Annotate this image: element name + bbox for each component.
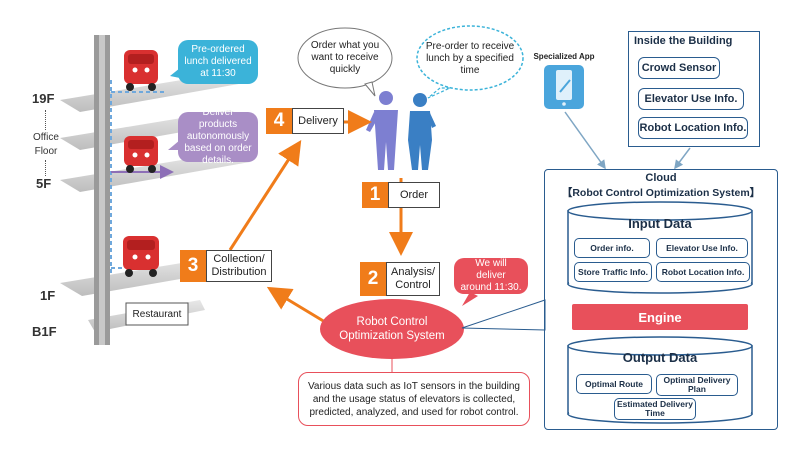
robot-location-item: Robot Location Info. [638,117,748,139]
step-3-number: 3 [180,250,206,282]
restaurant-label: Restaurant [132,308,182,320]
bubble-tail-autonomous [168,140,180,150]
robot-1f-icon [123,236,159,277]
elevator-shaft-inner [99,35,105,345]
office-floor-label: Office Floor [33,132,59,157]
woman-icon [408,93,436,170]
step-2-label: Analysis/ Control [386,262,440,296]
floor-label-5f: 5F [36,176,52,191]
step-1-label: Order [388,182,440,208]
speech-right-text: Pre-order to receive lunch by a specifie… [425,41,515,76]
arrow-collection-to-delivery [228,139,302,251]
speech-right-outline [416,25,524,91]
autonomous-bubble: Deliver products autonomously based on o… [178,107,258,166]
arrow-app-to-cloud [564,111,606,170]
elevator-use-item: Elevator Use Info. [638,88,744,110]
core-oval [320,299,464,359]
will-deliver-bubble: We will deliver around 11:30. [454,258,528,294]
core-to-cloud-tail [461,299,546,331]
office-range-line-bottom [45,160,47,176]
man-icon [366,91,398,170]
cloud-title: Cloud [645,172,677,184]
floor-label-1f: 1F [40,288,56,303]
robot-5f-icon [124,136,158,173]
specialized-app-label: Specialized App [533,52,595,61]
floor-label-b1f: B1F [32,324,57,339]
output-data-title: Output Data [622,350,698,365]
office-range-line-top [45,110,47,130]
output-estimated-delivery-time: Estimated Delivery Time [614,398,696,420]
input-store-traffic: Store Traffic Info. [574,262,652,282]
restaurant-box [125,302,189,326]
output-optimal-route: Optimal Route [576,374,652,394]
speech-left-outline [297,27,393,89]
step-3-label: Collection/ Distribution [206,250,272,282]
core-system-title: Robot Control Optimization System [339,316,445,342]
crowd-sensor-item: Crowd Sensor [638,57,720,79]
speech-left-text: Order what you want to receive quickly [310,40,380,75]
input-order-info: Order info. [574,238,650,258]
inside-building-title: Inside the Building [634,35,733,47]
cloud-subtitle: 【Robot Control Optimization System】 [561,187,761,199]
building [60,35,255,345]
preordered-bubble: Pre-ordered lunch delivered at 11:30 [178,40,258,84]
engine-block: Engine [572,304,748,330]
input-elevator-use: Elevator Use Info. [656,238,748,258]
step-1-number: 1 [362,182,388,208]
arrow-to-collection [266,286,331,327]
step-4-label: Delivery [292,108,344,134]
output-optimal-delivery-plan: Optimal Delivery Plan [656,374,738,396]
floor-label-19f: 19F [32,91,55,106]
step-4-number: 4 [266,108,292,134]
cloud-panel [544,169,778,430]
bubble-tail-preordered [170,68,180,78]
smartphone-icon [544,65,584,109]
input-robot-location: Robot Location Info. [656,262,750,282]
step-2-number: 2 [360,262,386,296]
bubble-tail-will-deliver [462,292,478,306]
core-description: Various data such as IoT sensors in the … [298,372,530,426]
arrow-inside-to-cloud [674,147,691,170]
input-data-title: Input Data [628,216,692,231]
robot-19f-icon [124,50,158,91]
